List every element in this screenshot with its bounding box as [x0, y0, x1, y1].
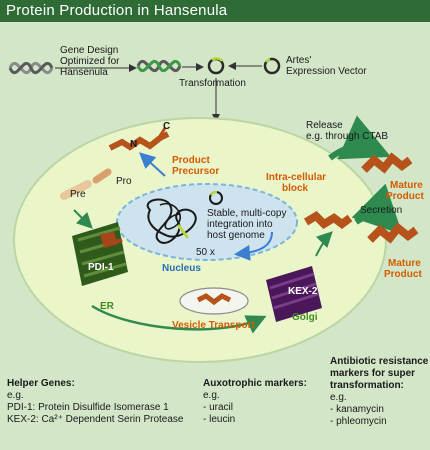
- pro-pre-peptide-icon: [60, 168, 112, 200]
- antibiotic-heading-line-3: transformation:: [330, 380, 404, 391]
- helper-gene-item: KEX-2: Ca²⁺ Dependent Serin Protease: [7, 414, 184, 425]
- antibiotic-heading-line-2: markers for super: [330, 368, 416, 379]
- golgi-to-block-arrow: [315, 231, 333, 257]
- er-icon: [72, 222, 128, 286]
- mature-product-2-line-1: Mature: [388, 258, 421, 269]
- gene-design-line-2: Optimized for: [60, 56, 120, 67]
- pdi-label: PDI-1: [88, 262, 114, 273]
- dna-helix-icon: [8, 61, 54, 75]
- mature-product-icon-1: [361, 152, 413, 174]
- transformation-label: Transformation: [179, 78, 246, 89]
- integration-line-2: integration into: [207, 219, 273, 230]
- auxotrophic-heading: Auxotrophic markers:: [203, 378, 307, 389]
- gene-design-line-3: Hansenula: [60, 67, 108, 78]
- release-line-1: Release: [306, 120, 343, 131]
- antibiotic-eg: e.g.: [330, 392, 347, 403]
- expression-vector-label: Artes' Expression Vector: [286, 55, 367, 77]
- intracellular-block-label: Intra-cellular block: [266, 172, 326, 194]
- expression-vector-plasmid-icon: [263, 57, 281, 75]
- mature-product-2-line-2: Product: [384, 269, 422, 280]
- page-title: Protein Production in Hansenula: [6, 2, 228, 19]
- gene-design-line-1: Gene Design: [60, 45, 119, 56]
- integration-label: Stable, multi-copy integration into host…: [207, 208, 286, 241]
- auxotrophic-item: - uracil: [203, 402, 234, 413]
- title-bar: Protein Production in Hansenula: [0, 0, 430, 22]
- helper-genes-legend: Helper Genes: e.g. PDI-1: Protein Disulf…: [7, 378, 183, 426]
- antibiotic-item: - phleomycin: [330, 416, 387, 427]
- integration-line-3: host genome: [207, 230, 265, 241]
- release-line-2: e.g. through CTAB: [306, 131, 389, 142]
- product-precursor-icon: [108, 127, 170, 151]
- release-arrow: [328, 115, 391, 161]
- auxotrophic-legend: Auxotrophic markers: e.g. - uracil - leu…: [203, 378, 307, 426]
- integration-line-1: Stable, multi-copy: [207, 208, 287, 219]
- optimized-dna-helix-icon: [136, 59, 182, 73]
- mature-product-1-line-1: Mature: [390, 180, 423, 191]
- antibiotic-item: - kanamycin: [330, 404, 384, 415]
- nucleus-label: Nucleus: [162, 263, 201, 274]
- er-label: ER: [100, 301, 114, 312]
- release-label: Release e.g. through CTAB: [306, 120, 388, 142]
- c-terminus-label: C: [163, 121, 171, 132]
- intracellular-line-1: Intra-cellular: [266, 172, 327, 183]
- copy-arrow: [234, 231, 273, 261]
- product-precursor-line-1: Product: [172, 155, 210, 166]
- mature-product-1-line-2: Product: [386, 191, 424, 202]
- pro-label: Pro: [116, 176, 132, 187]
- secretion-label: Secretion: [360, 205, 403, 216]
- antibiotic-legend: Antibiotic resistance markers for super …: [330, 356, 428, 428]
- nucleus: [116, 183, 298, 261]
- intracellular-line-2: block: [282, 183, 309, 194]
- golgi-icon: [266, 266, 322, 322]
- expression-vector-line-2: Expression Vector: [286, 66, 367, 77]
- vesicle-transport-arrow: [91, 304, 267, 334]
- helper-gene-item: PDI-1: Protein Disulfide Isomerase 1: [7, 402, 169, 413]
- kex-label: KEX-2: [288, 286, 318, 297]
- copy-number-label: 50 x: [196, 247, 215, 258]
- secretion-arrow: [351, 183, 403, 235]
- n-terminus-label: N: [130, 139, 138, 150]
- vesicle-transport-label: Vesicle Transport: [172, 320, 255, 331]
- golgi-label: Golgi: [292, 312, 318, 323]
- mature-product-label-2: Mature Product: [384, 258, 422, 280]
- vesicle-protein-icon: [196, 293, 232, 306]
- helper-genes-heading: Helper Genes:: [7, 378, 75, 389]
- helper-genes-eg: e.g.: [7, 390, 24, 401]
- transcription-arrow: [139, 152, 166, 177]
- chromosome-tangle-icon: [146, 198, 197, 244]
- mature-product-icon-2: [367, 222, 419, 244]
- antibiotic-heading-line-1: Antibiotic resistance: [330, 356, 429, 367]
- auxotrophic-item: - leucin: [203, 414, 236, 425]
- product-precursor-line-2: Precursor: [172, 166, 220, 177]
- pre-label: Pre: [70, 189, 86, 200]
- gene-design-label: Gene Design Optimized for Hansenula: [60, 45, 119, 78]
- auxotrophic-eg: e.g.: [203, 390, 220, 401]
- to-er-arrow: [73, 209, 93, 229]
- product-precursor-label: Product Precursor: [172, 155, 219, 177]
- intracellular-protein-icon: [303, 210, 353, 230]
- mature-product-label-1: Mature Product: [386, 180, 424, 202]
- expression-vector-line-1: Artes': [286, 55, 312, 66]
